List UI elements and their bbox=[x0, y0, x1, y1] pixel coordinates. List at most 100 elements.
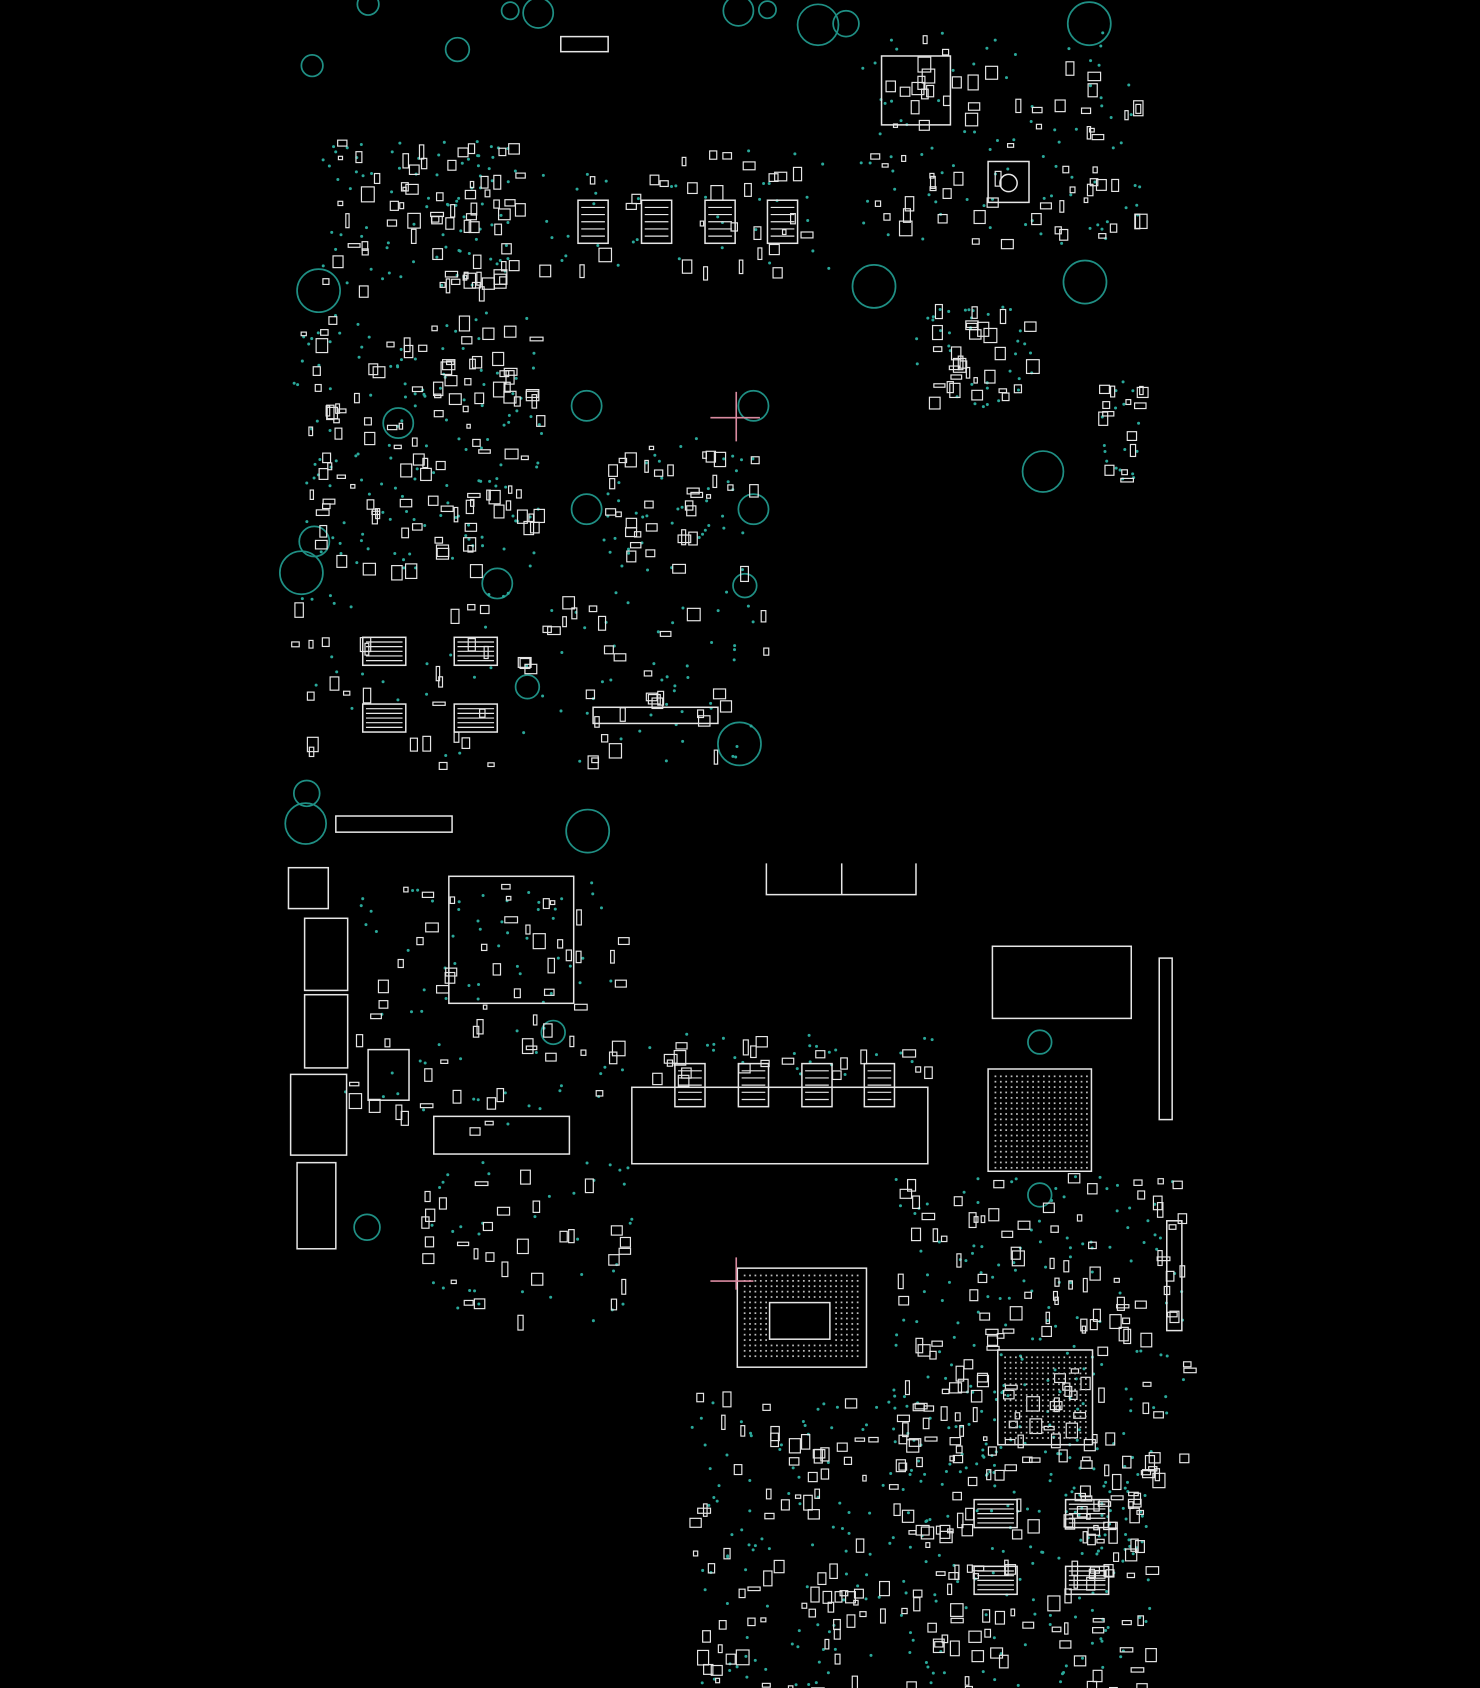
smd-component[interactable] bbox=[427, 495, 439, 506]
smd-component[interactable] bbox=[425, 1208, 436, 1223]
smd-component[interactable] bbox=[860, 1049, 868, 1065]
smd-component[interactable] bbox=[1026, 1396, 1041, 1412]
smd-component[interactable] bbox=[358, 285, 369, 298]
smd-component[interactable] bbox=[763, 1570, 773, 1587]
connector-top[interactable] bbox=[560, 35, 609, 53]
smd-component[interactable] bbox=[1122, 1317, 1131, 1325]
smd-component[interactable] bbox=[1064, 1622, 1069, 1635]
smd-component[interactable] bbox=[1087, 1183, 1098, 1195]
smd-component[interactable] bbox=[407, 212, 421, 229]
smd-component[interactable] bbox=[444, 971, 456, 984]
smd-component[interactable] bbox=[954, 1412, 961, 1422]
smd-component[interactable] bbox=[681, 529, 687, 546]
smd-component[interactable] bbox=[1152, 1195, 1163, 1211]
smd-component[interactable] bbox=[464, 378, 472, 386]
smd-component[interactable] bbox=[481, 277, 495, 290]
smd-component[interactable] bbox=[924, 1066, 933, 1080]
smd-component[interactable] bbox=[347, 243, 361, 248]
smd-component[interactable] bbox=[959, 1424, 965, 1437]
memory-chip[interactable] bbox=[453, 636, 499, 667]
smd-component[interactable] bbox=[949, 1437, 962, 1446]
smd-component[interactable] bbox=[977, 1273, 988, 1284]
smd-component[interactable] bbox=[613, 653, 627, 662]
smd-component[interactable] bbox=[853, 1599, 859, 1606]
bga-chip-pch[interactable] bbox=[987, 1068, 1093, 1173]
smd-component[interactable] bbox=[625, 202, 637, 210]
smd-component[interactable] bbox=[531, 1272, 544, 1286]
smd-component[interactable] bbox=[932, 1228, 939, 1243]
smd-component[interactable] bbox=[515, 172, 526, 179]
memory-chip[interactable] bbox=[361, 703, 407, 733]
smd-component[interactable] bbox=[892, 123, 899, 128]
smd-component[interactable] bbox=[749, 484, 759, 498]
smd-component[interactable] bbox=[810, 1586, 820, 1603]
smd-component[interactable] bbox=[1022, 1456, 1033, 1464]
smd-component[interactable] bbox=[322, 498, 336, 505]
smd-component[interactable] bbox=[1080, 1318, 1088, 1332]
smd-component[interactable] bbox=[353, 392, 360, 404]
smd-component[interactable] bbox=[929, 1350, 937, 1360]
smd-component[interactable] bbox=[1004, 1564, 1017, 1575]
smd-component[interactable] bbox=[904, 1380, 911, 1396]
smd-component[interactable] bbox=[431, 215, 443, 225]
smd-component[interactable] bbox=[498, 147, 507, 157]
smd-component[interactable] bbox=[492, 381, 505, 398]
smd-component[interactable] bbox=[712, 474, 718, 489]
smd-component[interactable] bbox=[315, 509, 330, 517]
smd-component[interactable] bbox=[1157, 1178, 1164, 1185]
smd-component[interactable] bbox=[1067, 1173, 1081, 1184]
smd-component[interactable] bbox=[1125, 399, 1132, 406]
smd-component[interactable] bbox=[440, 1059, 449, 1064]
smd-component[interactable] bbox=[964, 112, 979, 127]
smd-component[interactable] bbox=[822, 1590, 833, 1604]
smd-component[interactable] bbox=[314, 383, 322, 392]
smd-component[interactable] bbox=[915, 1066, 922, 1073]
smd-component[interactable] bbox=[862, 1474, 867, 1482]
smd-component[interactable] bbox=[444, 375, 458, 387]
smd-component[interactable] bbox=[744, 182, 752, 197]
smd-component[interactable] bbox=[360, 186, 375, 203]
smd-component[interactable] bbox=[949, 1455, 956, 1462]
smd-component[interactable] bbox=[448, 393, 462, 406]
smd-component[interactable] bbox=[934, 1641, 944, 1648]
smd-component[interactable] bbox=[1015, 98, 1022, 114]
smd-component[interactable] bbox=[501, 883, 511, 890]
smd-component[interactable] bbox=[1054, 1296, 1059, 1306]
smd-component[interactable] bbox=[935, 1571, 946, 1576]
smd-component[interactable] bbox=[1128, 1491, 1139, 1497]
smd-component[interactable] bbox=[431, 325, 438, 332]
memory-chip[interactable] bbox=[737, 1062, 770, 1108]
smd-component[interactable] bbox=[1002, 1328, 1015, 1334]
smd-component[interactable] bbox=[1073, 1655, 1087, 1667]
smd-component[interactable] bbox=[315, 338, 329, 354]
smd-component[interactable] bbox=[1133, 1179, 1143, 1186]
smd-component[interactable] bbox=[895, 1459, 907, 1473]
smd-component[interactable] bbox=[904, 196, 915, 212]
smd-component[interactable] bbox=[914, 1402, 928, 1410]
smd-component[interactable] bbox=[910, 1227, 922, 1242]
smd-component[interactable] bbox=[846, 1614, 856, 1628]
memory-chip[interactable] bbox=[640, 199, 673, 245]
smd-component[interactable] bbox=[1008, 1420, 1018, 1429]
smd-component[interactable] bbox=[702, 1630, 711, 1643]
smd-component[interactable] bbox=[764, 1512, 775, 1520]
smd-component[interactable] bbox=[418, 344, 428, 352]
smd-component[interactable] bbox=[686, 607, 701, 622]
smd-component[interactable] bbox=[1082, 1531, 1088, 1544]
smd-component[interactable] bbox=[985, 65, 999, 80]
smd-component[interactable] bbox=[500, 261, 507, 272]
smd-component[interactable] bbox=[982, 1436, 988, 1441]
smd-component[interactable] bbox=[1113, 1277, 1120, 1283]
smd-component[interactable] bbox=[336, 474, 346, 480]
smd-component[interactable] bbox=[532, 1014, 538, 1026]
smd-component[interactable] bbox=[328, 316, 338, 325]
smd-component[interactable] bbox=[447, 159, 457, 171]
smd-component[interactable] bbox=[420, 467, 432, 482]
smd-component[interactable] bbox=[461, 737, 471, 749]
smd-component[interactable] bbox=[559, 1230, 568, 1243]
smd-component[interactable] bbox=[615, 511, 622, 518]
smd-component[interactable] bbox=[984, 369, 996, 384]
smd-component[interactable] bbox=[879, 1580, 890, 1597]
smd-component[interactable] bbox=[994, 1610, 1006, 1625]
smd-component[interactable] bbox=[755, 1035, 768, 1048]
